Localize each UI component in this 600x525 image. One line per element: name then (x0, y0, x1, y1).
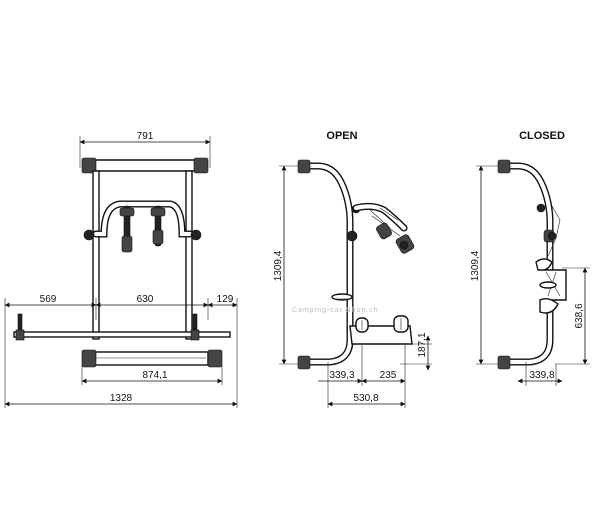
dim-front-overall: 1328 (110, 393, 133, 404)
closed-view: CLOSED 1309,4 638,6 339,8 (470, 130, 590, 386)
dim-open-foot: 235 (380, 370, 397, 381)
dim-open-step-height: 187,1 (417, 332, 428, 357)
dim-front-middle: 630 (137, 294, 154, 305)
open-title: OPEN (326, 130, 357, 142)
dim-closed-height: 1309,4 (470, 250, 481, 281)
front-view: 791 (4, 131, 238, 408)
dim-closed-side-height: 638,6 (574, 303, 585, 328)
open-view: OPEN 1309,4 187,1 (273, 130, 432, 408)
watermark: Camping-car Shop.ch (292, 307, 379, 314)
dim-front-top-width: 791 (137, 131, 154, 142)
dim-closed-base: 339,8 (529, 370, 554, 381)
dim-open-height: 1309,4 (273, 250, 284, 281)
closed-title: CLOSED (519, 130, 565, 142)
dim-open-base: 339,3 (329, 370, 354, 381)
dim-front-bottom-inner: 874,1 (142, 370, 167, 381)
dim-open-overall: 530,8 (353, 393, 378, 404)
dim-front-right: 129 (217, 294, 234, 305)
dim-front-left: 569 (40, 294, 57, 305)
